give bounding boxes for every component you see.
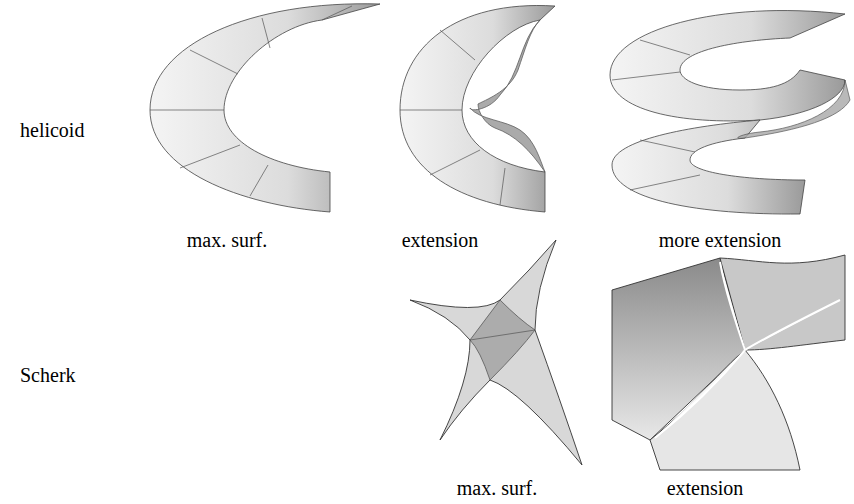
figure-caption: max. surf.	[187, 228, 268, 252]
row-label: Scherk	[20, 363, 76, 387]
scherk-extension	[612, 255, 845, 470]
figure-caption: max. surf.	[457, 476, 538, 500]
figure-caption: extension	[667, 476, 744, 500]
helicoid-more-extension	[610, 11, 850, 215]
helicoid-max-surface	[150, 4, 380, 212]
figure-caption: extension	[402, 228, 479, 252]
scherk-max-surface	[410, 240, 582, 465]
figure-caption: more extension	[659, 228, 782, 252]
row-label: helicoid	[20, 118, 84, 142]
helicoid-extension	[400, 5, 555, 212]
